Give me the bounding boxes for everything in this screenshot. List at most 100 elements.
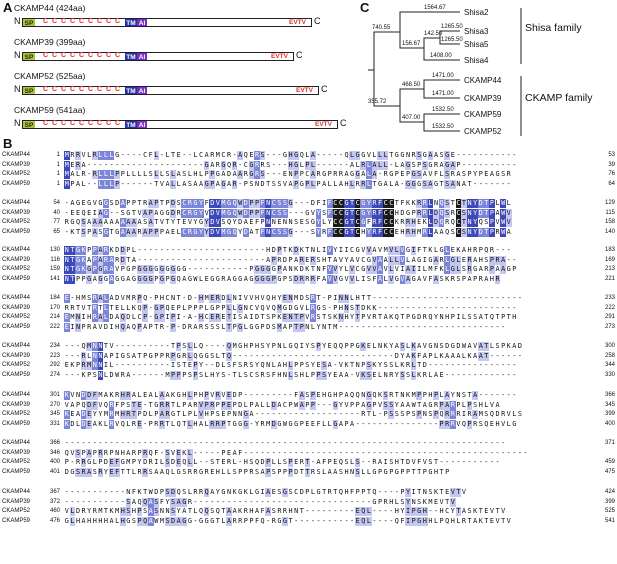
start-position: 372: [49, 498, 60, 505]
leaf-ckamp44: CKAMP44: [464, 76, 502, 85]
start-position: 331: [49, 420, 60, 427]
end-position: 344: [604, 362, 615, 369]
start-position: 116: [50, 256, 60, 263]
bootstrap-label: 407.00: [402, 115, 421, 121]
transmembrane-domain: TM: [125, 19, 137, 27]
start-position: 367: [49, 489, 60, 495]
sequence-name: CKAMP59: [2, 468, 31, 475]
sequence-name: CKAMP59: [2, 323, 31, 330]
n-terminus-label: N: [14, 50, 21, 60]
bootstrap-label: 1471.00: [432, 91, 454, 97]
end-position: 140: [604, 228, 615, 235]
signal-peptide-domain: SP: [23, 53, 35, 61]
start-position: 401: [49, 468, 60, 475]
evtv-motif: EVTV: [296, 87, 313, 94]
end-position: 291: [604, 314, 615, 321]
start-position: 274: [49, 371, 60, 378]
bootstrap-label: 1532.50: [432, 124, 454, 130]
cysteine-residues: C C C C C C C C C: [43, 52, 122, 59]
end-position: 53: [608, 152, 615, 158]
end-position: 459: [604, 459, 615, 466]
c-terminus-label: C: [321, 84, 328, 94]
end-position: 371: [604, 440, 615, 446]
c-terminus-label: C: [314, 16, 321, 26]
end-position: 400: [604, 420, 615, 427]
end-position: 222: [604, 304, 615, 311]
sequence-name: CKAMP39: [2, 401, 31, 408]
start-position: 170: [49, 304, 60, 311]
start-position: 141: [49, 275, 60, 282]
sequence-name: CKAMP44: [2, 247, 31, 253]
cysteine-residues: C C C C C C C C C: [43, 120, 122, 127]
sequence-residues: ----------------------------------------…: [64, 439, 506, 447]
cysteine-residues: C C C C C C C C C: [43, 18, 122, 25]
end-position: 424: [604, 489, 615, 495]
bootstrap-label: 468.50: [402, 82, 421, 88]
sequence-name: CKAMP59: [2, 275, 31, 282]
domain-title: CKAMP39 (399aa): [14, 37, 86, 47]
sequence-name: CKAMP44: [2, 295, 31, 301]
domain-title: CKAMP59 (541aa): [14, 105, 86, 115]
leaf-ckamp39: CKAMP39: [464, 94, 502, 103]
leaf-ckamp52: CKAMP52: [464, 127, 502, 136]
bootstrap-label: 1532.50: [432, 107, 454, 113]
end-position: 158: [604, 219, 615, 226]
end-position: 345: [604, 401, 615, 408]
panel-letter-b: B: [3, 136, 13, 151]
sequence-name: CKAMP44: [2, 440, 31, 446]
end-position: 129: [604, 200, 615, 206]
leaf-shisa5: Shisa5: [464, 40, 489, 49]
start-position: 40: [53, 209, 60, 216]
sequence-name: CKAMP59: [2, 517, 31, 524]
bootstrap-label: 1408.00: [430, 53, 452, 59]
start-position: 460: [49, 508, 60, 515]
bootstrap-label: 142.50: [424, 31, 443, 37]
start-position: 1: [56, 171, 60, 178]
ai-domain: AI: [137, 53, 147, 61]
start-position: 1: [56, 152, 60, 158]
end-position: 76: [608, 171, 615, 178]
start-position: 214: [49, 314, 60, 321]
start-position: 77: [53, 219, 60, 226]
ckamp-family-label: CKAMP family: [525, 92, 593, 104]
end-position: 115: [605, 209, 615, 216]
end-position: 475: [604, 468, 615, 475]
sequence-name: CKAMP59: [2, 228, 31, 235]
sequence-name: CKAMP52: [2, 171, 31, 178]
